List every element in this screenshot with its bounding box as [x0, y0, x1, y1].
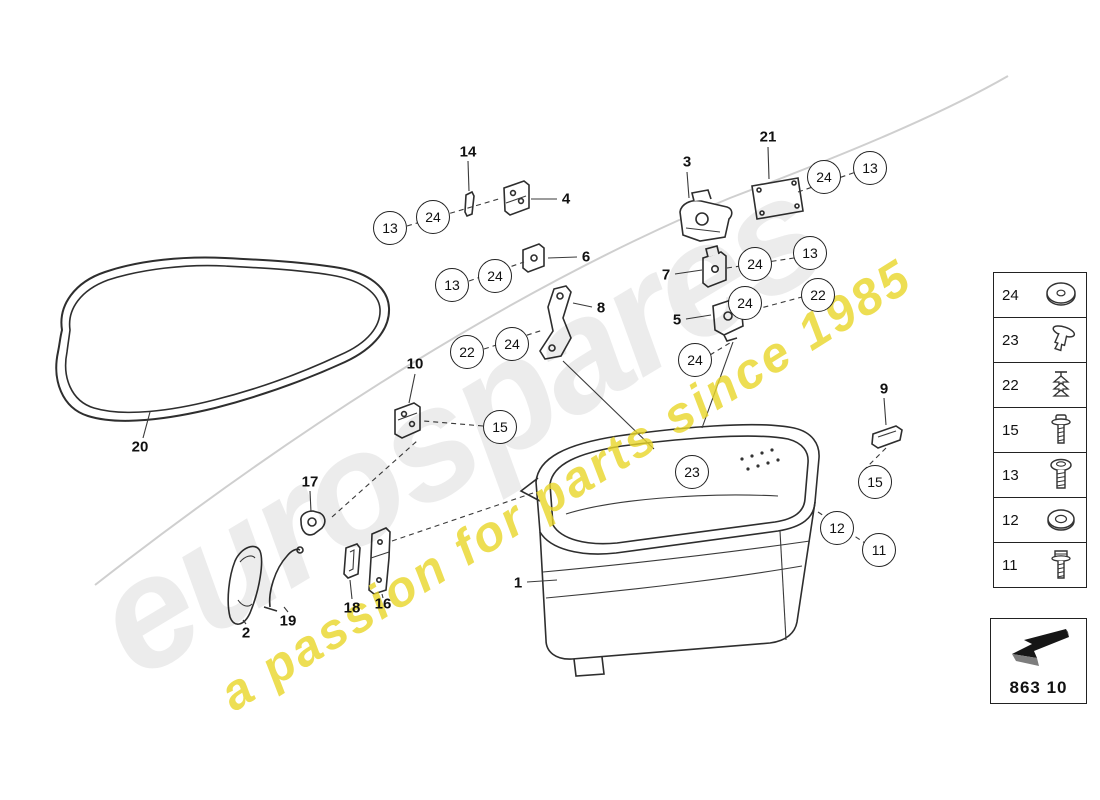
legend-number: 24: [1002, 286, 1019, 304]
part-clip-9: [871, 425, 903, 449]
legend-item-12: 12: [993, 497, 1087, 543]
legend-item-22: 22: [993, 362, 1087, 408]
torx-screw-icon: [1039, 455, 1083, 495]
part-clip-6: [522, 243, 545, 273]
pan-head-screw-icon: [1039, 410, 1083, 450]
part-label-18: 18: [343, 599, 361, 617]
part-bracket-16: [368, 527, 391, 595]
callout-24: 24: [416, 200, 450, 234]
callout-22: 22: [801, 278, 835, 312]
part-label-21: 21: [759, 128, 777, 146]
part-rod-19: [263, 546, 304, 612]
callout-15: 15: [858, 465, 892, 499]
callout-22: 22: [450, 335, 484, 369]
callout-24: 24: [738, 247, 772, 281]
callout-13: 13: [853, 151, 887, 185]
legend-item-23: 23: [993, 317, 1087, 363]
part-label-3: 3: [682, 153, 692, 171]
callout-13: 13: [435, 268, 469, 302]
part-hinge-arm-8: [539, 285, 572, 360]
part-label-20: 20: [131, 438, 149, 456]
part-label-6: 6: [581, 248, 591, 266]
callout-11: 11: [862, 533, 896, 567]
callout-23: 23: [675, 455, 709, 489]
callout-13: 13: [373, 211, 407, 245]
part-label-4: 4: [561, 190, 571, 208]
legend-item-13: 13: [993, 452, 1087, 498]
legend-number: 13: [1002, 466, 1019, 484]
legend-number: 15: [1002, 421, 1019, 439]
callout-13: 13: [793, 236, 827, 270]
part-label-19: 19: [279, 612, 297, 630]
part-label-14: 14: [459, 143, 477, 161]
swoosh-curve: [94, 75, 1009, 586]
part-luggage-tub-1: [519, 423, 820, 677]
legend-number: 23: [1002, 331, 1019, 349]
part-label-17: 17: [301, 473, 319, 491]
callout-12: 12: [820, 511, 854, 545]
part-seal-20: [55, 256, 391, 422]
large-washer-icon: [1039, 500, 1083, 540]
part-clip-18: [343, 543, 361, 579]
part-code: 863 10: [1009, 678, 1068, 697]
part-label-7: 7: [661, 266, 671, 284]
direction-arrow-icon: [1006, 625, 1072, 671]
part-label-8: 8: [596, 299, 606, 317]
part-code-box: 863 10: [990, 618, 1087, 704]
expanding-clip-icon: [1039, 365, 1083, 405]
part-label-10: 10: [406, 355, 424, 373]
part-grommet-17: [300, 510, 326, 536]
legend-item-24: 24: [993, 272, 1087, 318]
callout-24: 24: [678, 343, 712, 377]
callout-24: 24: [478, 259, 512, 293]
callout-15: 15: [483, 410, 517, 444]
legend-number: 12: [1002, 511, 1019, 529]
part-bracket-10: [394, 402, 421, 439]
callout-24: 24: [728, 286, 762, 320]
part-label-9: 9: [879, 380, 889, 398]
callout-24: 24: [807, 160, 841, 194]
part-trim-2: [227, 545, 263, 625]
legend-item-11: 11: [993, 542, 1087, 588]
legend-number: 22: [1002, 376, 1019, 394]
washer-icon: [1039, 275, 1083, 315]
fastener-legend: 24 23 22 15 13 12 11: [993, 272, 1087, 588]
part-latch-3: [679, 189, 733, 242]
part-label-1: 1: [513, 574, 523, 592]
hex-bolt-icon: [1039, 545, 1083, 585]
leader-lines: [142, 146, 887, 625]
part-clip-14: [464, 190, 475, 218]
legend-number: 11: [1002, 556, 1018, 574]
part-label-16: 16: [374, 595, 392, 613]
part-bracket-4: [503, 180, 530, 216]
part-label-5: 5: [672, 311, 682, 329]
part-bracket-7: [702, 245, 727, 288]
rivet-icon: [1039, 320, 1083, 360]
part-plate-21: [751, 177, 804, 220]
part-label-2: 2: [241, 624, 251, 642]
legend-item-15: 15: [993, 407, 1087, 453]
callout-24: 24: [495, 327, 529, 361]
